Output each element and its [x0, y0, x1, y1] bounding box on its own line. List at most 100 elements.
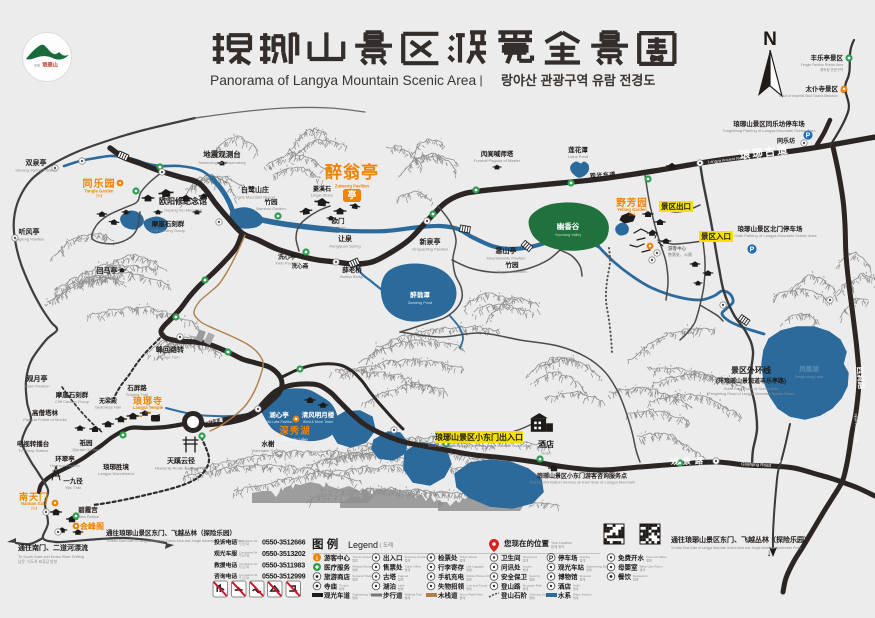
svg-text:Court of Imperial Stud Tourist: Court of Imperial Stud Tourist Attractio… — [779, 94, 838, 98]
svg-text:범례: 범례 — [352, 577, 358, 582]
svg-text:To Main East Gate of Langya Mo: To Main East Gate of Langya Mountain Sce… — [106, 539, 244, 543]
svg-text:랑야산 관광구역 유람 전경도: 랑야산 관광구역 유람 전경도 — [501, 73, 655, 88]
svg-text:Qiyuan Garden: Qiyuan Garden — [72, 447, 99, 452]
svg-text:Baby Care Room: Baby Care Room — [640, 565, 664, 569]
svg-text:观光车道: 观光车道 — [205, 417, 224, 425]
svg-text:Outer Ring Route of Scenic Are: Outer Ring Route of Scenic Area — [723, 387, 779, 391]
svg-text:琅琊山景区同乐坊停车场: 琅琊山景区同乐坊停车场 — [733, 119, 805, 128]
svg-text:▲: ▲ — [139, 413, 143, 418]
svg-text:Langya Temple: Langya Temple — [133, 405, 164, 410]
svg-text:琅琊山: 琅琊山 — [42, 61, 58, 69]
svg-text:通往南门、二道河漂流: 通往南门、二道河漂流 — [18, 543, 88, 552]
svg-text:母婴室: 母婴室 — [618, 563, 638, 572]
svg-text:登山石阶: 登山石阶 — [500, 591, 528, 600]
svg-text:售票处、公厕: 售票处、公厕 — [668, 251, 692, 257]
svg-text:Hotel: Hotel — [573, 584, 580, 588]
svg-text:Entrance And Ex: Entrance And Ex — [405, 555, 428, 559]
svg-text:풍락정 관광구역: 풍락정 관광구역 — [820, 67, 843, 72]
svg-text:Tourist Center: Tourist Center — [352, 555, 371, 559]
svg-text:Zuiweng Pond: Zuiweng Pond — [408, 301, 432, 305]
svg-text:Water System: Water System — [573, 593, 592, 597]
svg-text:Ticket Check: Ticket Check — [460, 555, 478, 559]
svg-text:Complaints Tel: Complaints Tel — [239, 539, 258, 543]
svg-text:범례: 범례 — [523, 558, 529, 563]
svg-text:Langya Wonderland: Langya Wonderland — [98, 471, 134, 476]
svg-text:Souvenir Shop: Souvenir Shop — [352, 574, 372, 578]
svg-text:Beamless Hall: Beamless Hall — [95, 405, 121, 410]
svg-text:투소전화: 투소전화 — [239, 542, 250, 546]
svg-text:听风亭: 听风亭 — [19, 227, 40, 236]
svg-text:通往琅琊山景区东门、飞越丛林（探险乐园）: 通往琅琊山景区东门、飞越丛林（探险乐园） — [106, 528, 236, 537]
svg-text:Complaints Tel: Complaints Tel — [239, 573, 258, 577]
svg-text:0550-3512666: 0550-3512666 — [262, 538, 306, 547]
svg-text:琅琊古道: 琅琊古道 — [739, 143, 790, 162]
svg-text:Xijian Road 서간로: Xijian Road 서간로 — [853, 413, 859, 443]
svg-text:Rangquan Spring: Rangquan Spring — [329, 244, 360, 249]
svg-text:医疗服务: 医疗服务 — [324, 563, 351, 572]
svg-text:범례: 범례 — [646, 558, 652, 563]
svg-text:停车场: 停车场 — [558, 553, 578, 562]
svg-text:0550-3512999: 0550-3512999 — [262, 572, 306, 581]
svg-text:범례: 범례 — [460, 595, 466, 600]
svg-text:↓: ↓ — [767, 548, 772, 559]
svg-text:南天门: 南天门 — [19, 491, 49, 502]
svg-text:步行道: 步行道 — [383, 591, 403, 600]
svg-text:观景路: 观景路 — [671, 456, 707, 467]
svg-text:回马亭: 回马亭 — [97, 266, 118, 275]
svg-text:湖心亭: 湖心亭 — [269, 410, 289, 419]
svg-text:琅琊胜境: 琅琊胜境 — [103, 462, 130, 471]
svg-text:현재 위치: 현재 위치 — [551, 544, 564, 549]
svg-text:高僧塔林: 高僧塔林 — [32, 408, 59, 417]
svg-text:Hotel: Hotel — [541, 451, 550, 456]
svg-text:会峰阁: 会峰阁 — [80, 521, 104, 531]
svg-text:亭: 亭 — [347, 189, 356, 200]
svg-text:碧霞宫: 碧霞宫 — [77, 505, 98, 514]
svg-text:범례: 범례 — [398, 586, 404, 591]
svg-text:安徽: 安徽 — [34, 63, 40, 68]
svg-text:Seismological Observatory: Seismological Observatory — [198, 160, 246, 165]
svg-text:木栈道: 木栈道 — [437, 591, 458, 600]
svg-text:범례: 범례 — [466, 567, 472, 572]
svg-text:Mountain Path: Mountain Path — [523, 584, 543, 588]
svg-text:Left Luggage: Left Luggage — [466, 565, 484, 569]
svg-text:Bamboo Garden: Bamboo Garden — [256, 206, 285, 211]
svg-text:(环琅琊山景观道丰乐亭路): (环琅琊山景观道丰乐亭路) — [716, 377, 786, 385]
svg-text:欧阳修纪念馆: 欧阳修纪念馆 — [159, 196, 207, 206]
svg-text:琅琊山景区北门停车场: 琅琊山景区北门停车场 — [738, 224, 804, 233]
svg-text:安全保卫: 安全保卫 — [501, 572, 528, 581]
svg-text:丰乐亭景区: 丰乐亭景区 — [811, 53, 844, 62]
svg-text:범례: 범례 — [580, 577, 586, 582]
svg-text:Lotus Pond: Lotus Pond — [568, 154, 588, 159]
svg-text:免费开水: 免费开水 — [618, 553, 645, 562]
svg-text:景区外环线: 景区外环线 — [731, 365, 771, 375]
svg-text:남문, 이도하 표류장 방향: 남문, 이도하 표류장 방향 — [18, 559, 58, 564]
svg-text:Parking: Parking — [580, 555, 591, 559]
svg-text:To South Gate and Erdao River: To South Gate and Erdao River Drifting — [18, 555, 84, 559]
svg-text:通往琅琊山景区东门、飞越丛林（探险乐园）: 通往琅琊山景区东门、飞越丛林（探险乐园） — [671, 535, 811, 544]
svg-text:범례: 범례 — [460, 558, 466, 563]
svg-text:Temple: Temple — [339, 584, 349, 588]
svg-text:双泉亭: 双泉亭 — [26, 158, 47, 167]
svg-text:出入口: 出入口 — [383, 553, 403, 562]
svg-text:闶阆喊师塔: 闶阆喊师塔 — [481, 149, 514, 158]
svg-text:新泉亭: 新泉亭 — [420, 237, 441, 246]
svg-text:摩崖石刻群: 摩崖石刻群 — [152, 219, 185, 228]
svg-text:石屏路: 石屏路 — [126, 383, 147, 392]
svg-text:野芳园: 野芳园 — [616, 197, 648, 209]
svg-text:범례: 범례 — [633, 577, 639, 582]
svg-text:Mobile Phone Ch: Mobile Phone Ch — [466, 574, 489, 578]
svg-text:景区入口: 景区入口 — [701, 231, 731, 241]
svg-text:让泉: 让泉 — [338, 234, 353, 243]
svg-text:Pagoda: Pagoda — [398, 574, 409, 578]
svg-text:안내: 안내 — [629, 212, 636, 217]
svg-text:Sightseeing Bus: Sightseeing Bus — [586, 565, 608, 569]
svg-text:Restrooms: Restrooms — [523, 555, 538, 559]
svg-text:Medical Service: Medical Service — [352, 565, 374, 569]
svg-text:Moon Pavilion: Moon Pavilion — [24, 384, 49, 389]
svg-text:Fengle Pavilion Scenic Area: Fengle Pavilion Scenic Area — [801, 63, 843, 67]
svg-text:범례: 범례 — [405, 567, 411, 572]
svg-text:범례: 범례 — [398, 577, 404, 582]
svg-text:(Fengleting Road of Langya Mou: (Fengleting Road of Langya Mountain Scen… — [707, 392, 795, 396]
svg-text:Xuelao Bridge: Xuelao Bridge — [339, 274, 365, 279]
svg-text:琅琊寺: 琅琊寺 — [133, 395, 163, 406]
